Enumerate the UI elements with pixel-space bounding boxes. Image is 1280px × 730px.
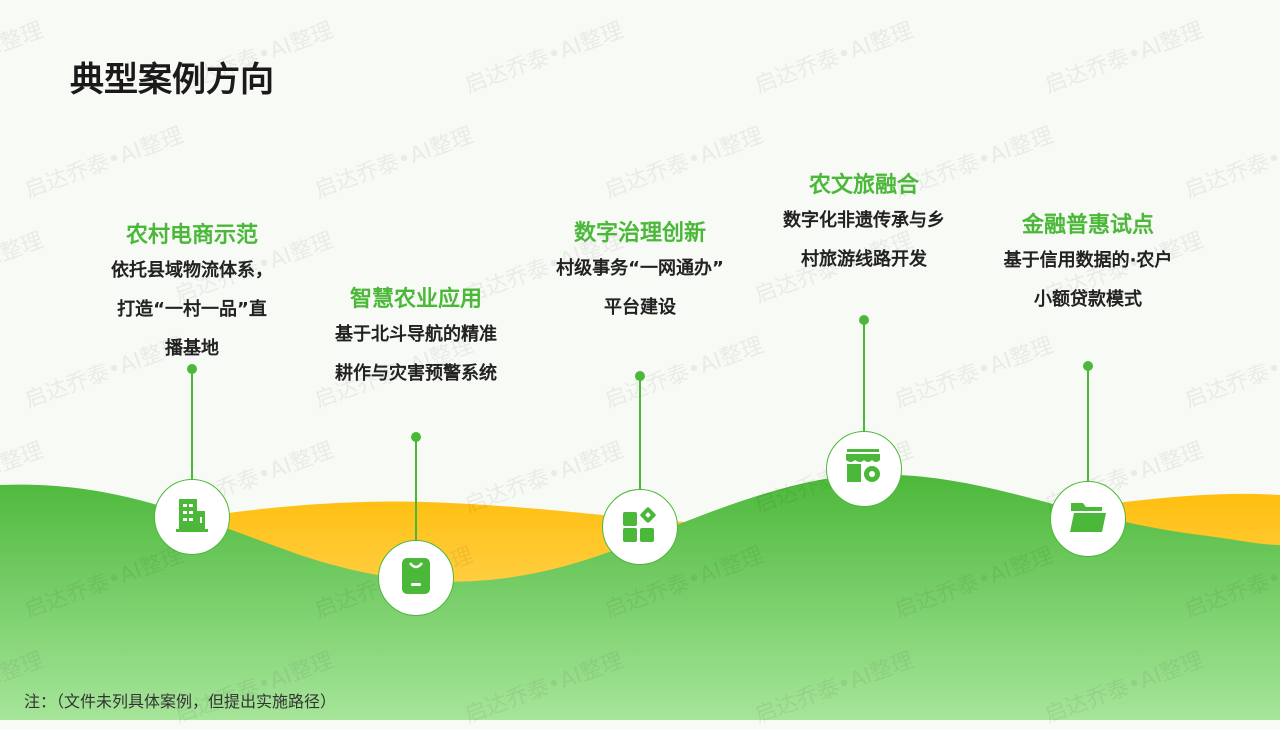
case-item: 农文旅融合数字化非遗传承与乡村旅游线路开发	[744, 171, 984, 279]
connector-line	[191, 369, 193, 480]
icon-circle	[378, 540, 454, 616]
case-item: 智慧农业应用基于北斗导航的精准耕作与灾害预警系统	[296, 285, 536, 393]
case-description-line: 村级事务“一网通办”	[556, 258, 724, 279]
case-description-line: 平台建设	[604, 297, 676, 318]
case-item: 金融普惠试点基于信用数据的·农户小额贷款模式	[968, 211, 1208, 319]
footnote: 注：（文件未列具体案例，但提出实施路径）	[24, 692, 337, 711]
case-description-line: 依托县域物流体系，	[111, 260, 273, 281]
case-description-line: 耕作与灾害预警系统	[335, 363, 497, 384]
building-icon	[175, 497, 209, 537]
case-description-line: 数字化非遗传承与乡	[783, 210, 945, 231]
icon-circle	[602, 489, 678, 565]
case-description-line: 村旅游线路开发	[801, 249, 927, 270]
icon-circle	[1050, 481, 1126, 557]
case-description-line: 基于信用数据的·农户	[1003, 250, 1173, 271]
folder-icon	[1069, 501, 1107, 537]
connector-line	[1087, 366, 1089, 482]
apps-grid-icon	[622, 507, 658, 547]
icon-circle	[826, 431, 902, 507]
case-title: 金融普惠试点	[1021, 213, 1154, 238]
page-title: 典型案例方向	[70, 60, 274, 100]
case-description-line: 打造“一村一品”直	[117, 299, 267, 320]
case-description-line: 基于北斗导航的精准	[335, 324, 497, 345]
case-description-line: 播基地	[165, 338, 219, 359]
connector-line	[415, 437, 417, 541]
case-description-line: 小额贷款模式	[1034, 289, 1142, 310]
connector-line	[639, 376, 641, 490]
case-item: 农村电商示范依托县域物流体系， 打造“一村一品”直播基地	[72, 221, 312, 368]
case-title: 数字治理创新	[573, 221, 706, 246]
shopping-bag-icon	[401, 556, 431, 600]
case-title: 农文旅融合	[808, 173, 919, 198]
connector-line	[863, 320, 865, 432]
icon-circle	[154, 479, 230, 555]
case-title: 智慧农业应用	[349, 287, 482, 312]
case-title: 农村电商示范	[125, 223, 258, 248]
case-item: 数字治理创新村级事务“一网通办” 平台建设	[520, 219, 760, 327]
store-settings-icon	[844, 448, 884, 490]
